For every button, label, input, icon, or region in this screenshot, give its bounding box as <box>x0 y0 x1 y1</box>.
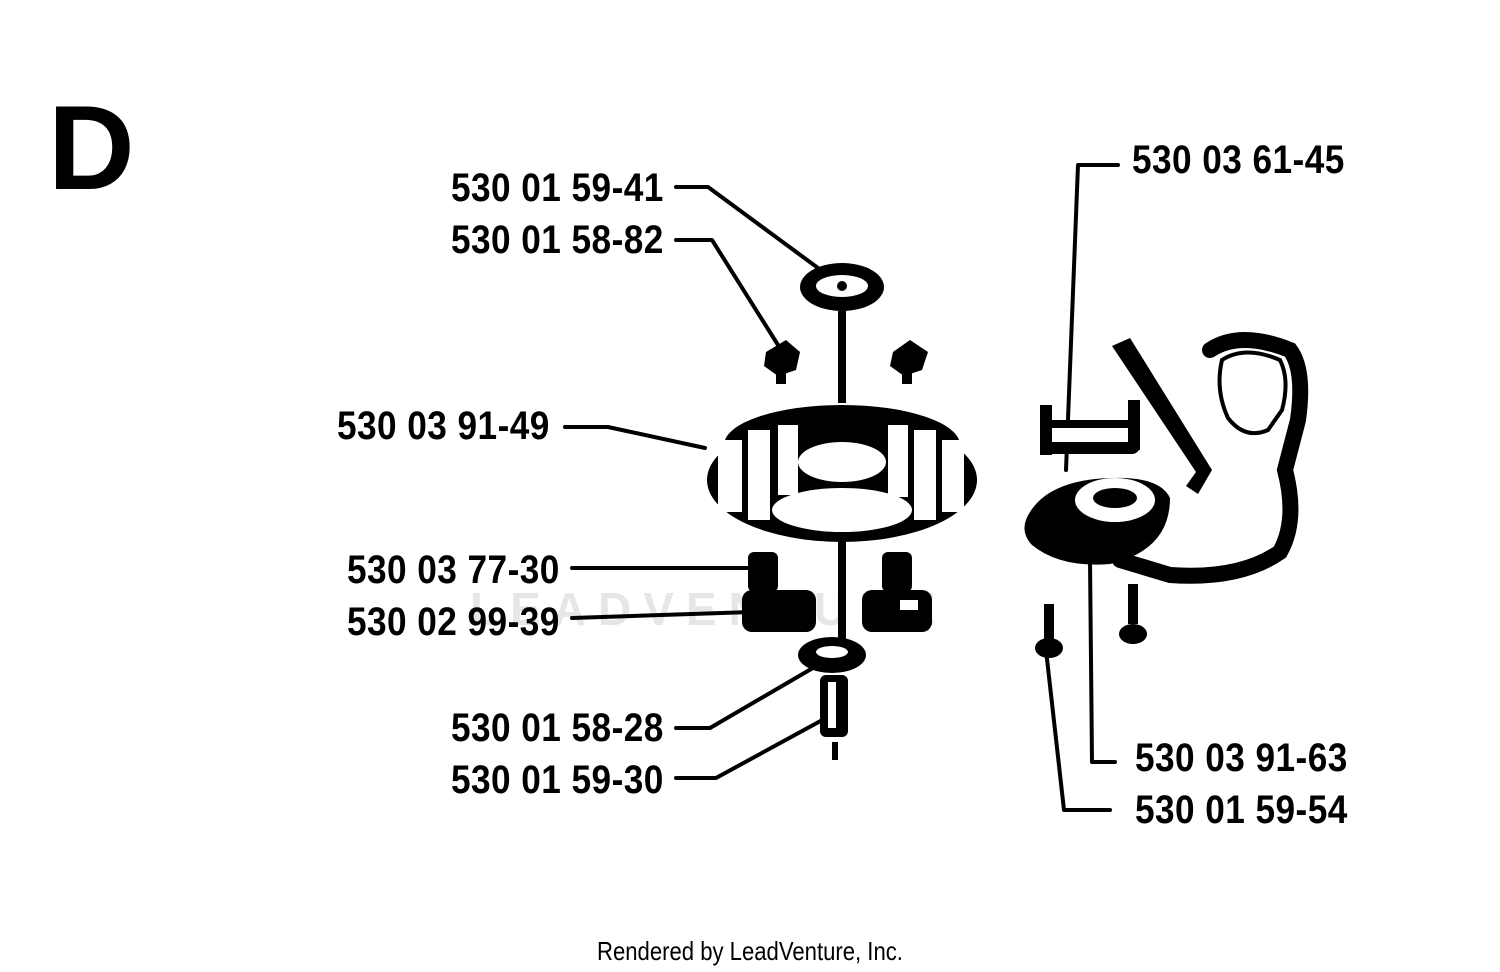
part-label-p6: 530 01 58-28 <box>451 706 664 750</box>
leader-line-p7 <box>674 716 828 780</box>
leader-line-p8 <box>1064 163 1120 472</box>
screw-parts <box>1035 584 1147 658</box>
part-label-p10: 530 01 59-54 <box>1135 788 1348 832</box>
leader-line-p5 <box>570 610 754 620</box>
part-label-p9: 530 03 91-63 <box>1135 736 1348 780</box>
nut-top-parts <box>764 340 928 384</box>
washer-top-part <box>800 263 884 403</box>
washer-bottom-part <box>798 637 866 760</box>
part-label-p2: 530 01 58-82 <box>451 218 664 262</box>
footer-text: Rendered by LeadVenture, Inc. <box>597 936 903 966</box>
leader-line-p9 <box>1088 558 1117 764</box>
section-letter: D <box>48 81 135 215</box>
leader-line-p2 <box>674 238 780 347</box>
part-label-p5: 530 02 99-39 <box>347 600 560 644</box>
footer-credit: Rendered by LeadVenture, Inc. <box>0 936 1500 967</box>
leader-line-p1 <box>674 185 820 270</box>
part-label-p4: 530 03 77-30 <box>347 548 560 592</box>
leader-line-p3 <box>563 425 707 450</box>
ignition-module-part <box>1024 332 1309 584</box>
leader-line-p10 <box>1044 648 1112 812</box>
part-label-p3: 530 03 91-49 <box>337 404 550 448</box>
part-label-p7: 530 01 59-30 <box>451 758 664 802</box>
leader-line-p6 <box>674 663 820 730</box>
spacer-parts <box>742 552 932 632</box>
part-label-p1: 530 01 59-41 <box>451 166 664 210</box>
flywheel-part <box>707 405 977 640</box>
watermark: LEADVENTURE <box>470 583 948 635</box>
part-label-p8: 530 03 61-45 <box>1132 138 1345 182</box>
